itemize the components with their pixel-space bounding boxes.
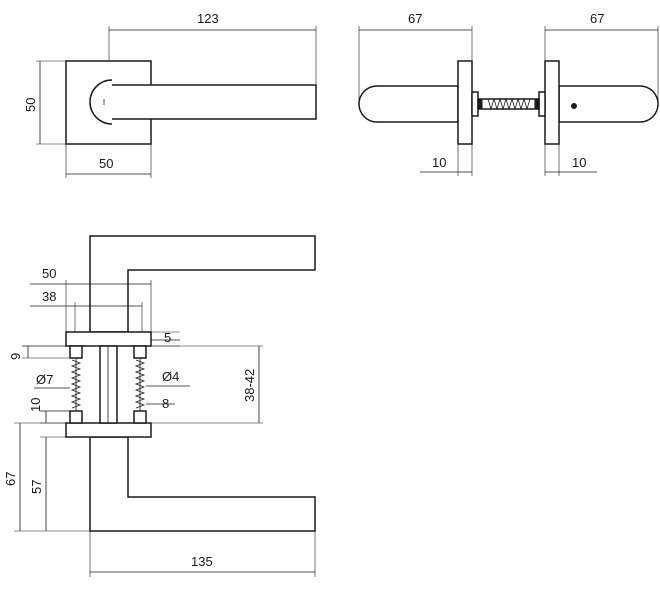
dim-label-123: 123: [197, 11, 219, 26]
right-screw-head: [133, 345, 147, 359]
dim-label-57: 57: [29, 480, 44, 494]
left-lever-side: [358, 85, 459, 123]
top-view: 123 50 50: [23, 11, 317, 178]
dim-label-135: 135: [191, 554, 213, 569]
right-screw-foot: [133, 410, 147, 424]
lever-neck-ring: [89, 79, 113, 125]
right-lever-side: [558, 85, 659, 123]
dim-label-50-width: 50: [99, 156, 113, 171]
side-view: 67 67 10 10: [358, 11, 659, 176]
dim-label-67: 67: [3, 472, 18, 486]
dim-label-67-left: 67: [408, 11, 422, 26]
emergency-release-icon: [571, 103, 577, 109]
right-rose-collar: [538, 91, 546, 117]
upper-rose-plate: [65, 331, 152, 347]
spring-coil: [487, 97, 531, 111]
dim-label-67-right: 67: [590, 11, 604, 26]
dim-label-50-height: 50: [23, 98, 38, 112]
dim-label-10-right: 10: [572, 155, 586, 170]
lower-lever: [89, 436, 316, 532]
dim-label-8: 8: [162, 396, 169, 411]
lower-rose-plate: [65, 422, 152, 438]
central-spindle: [99, 345, 118, 424]
section-view: 50 38 9 Ø7 10 67 57 5 Ø4: [3, 235, 316, 577]
dim-label-d4: Ø4: [162, 369, 179, 384]
right-screw-thread: [134, 359, 146, 409]
left-bolt-thread: [70, 359, 82, 409]
dim-label-9: 9: [8, 353, 23, 360]
left-rose-side: [457, 60, 473, 145]
dim-label-5: 5: [164, 330, 171, 345]
dim-label-38: 38: [42, 289, 56, 304]
dim-label-10-left: 10: [432, 155, 446, 170]
left-rose-collar: [471, 91, 479, 117]
left-bolt-foot: [69, 410, 83, 424]
dim-label-38-42: 38-42: [242, 369, 257, 402]
dim-label-10: 10: [28, 398, 43, 412]
lever-handle: [93, 84, 317, 120]
left-bolt-head: [69, 345, 83, 359]
dim-label-50: 50: [42, 266, 56, 281]
dim-label-d7: Ø7: [36, 372, 53, 387]
right-rose-side: [544, 60, 560, 145]
